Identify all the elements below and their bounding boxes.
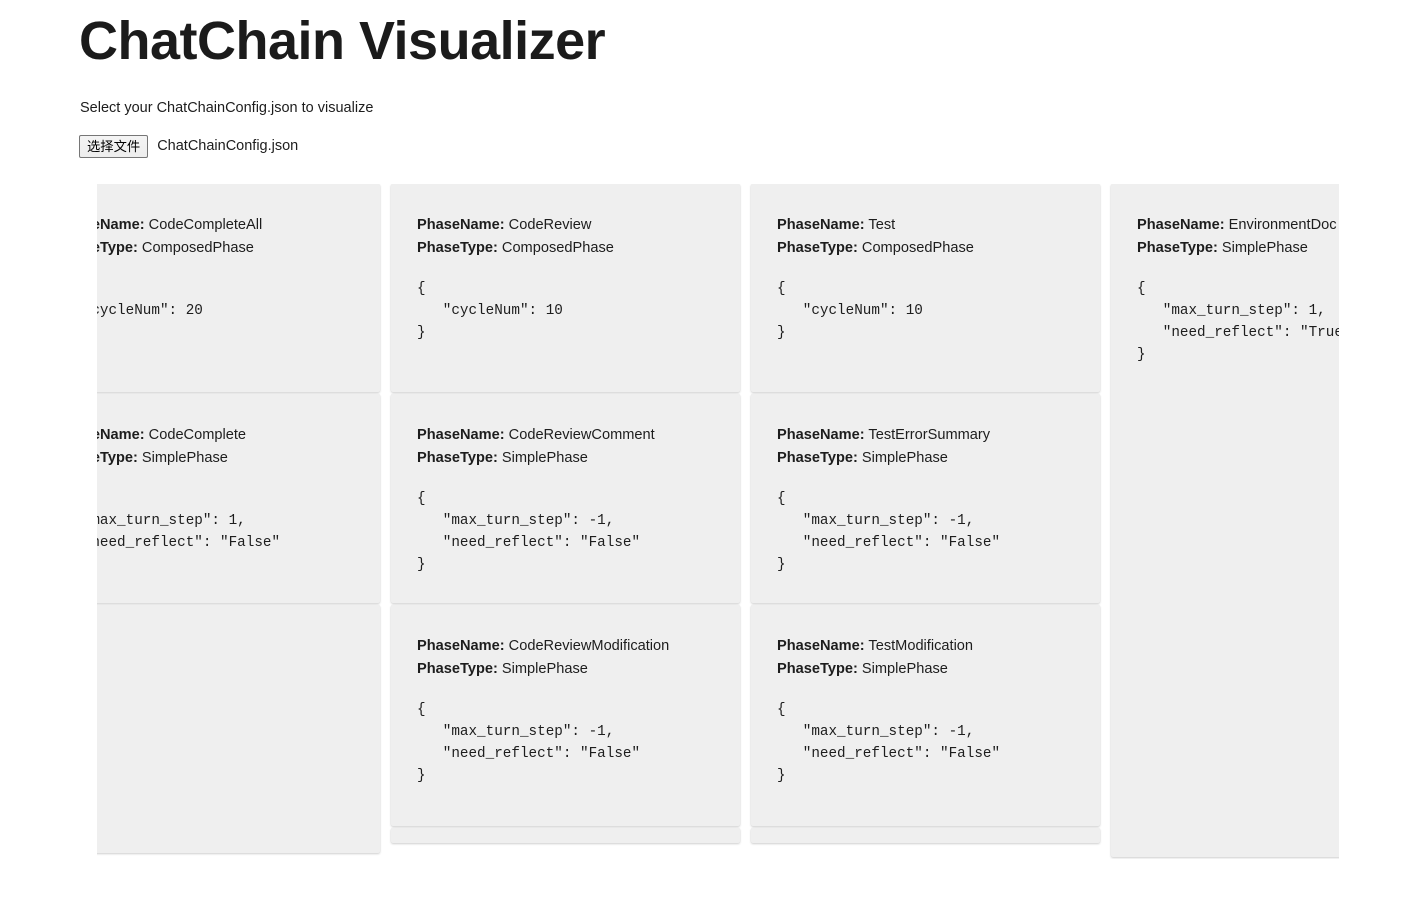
phase-card[interactable]: PhaseName: CodeComplete PhaseType: Simpl… xyxy=(97,394,380,603)
phase-name-value: Test xyxy=(868,217,896,233)
phase-type-label: PhaseType: xyxy=(417,661,498,677)
phase-type-line: PhaseType: SimplePhase xyxy=(417,447,714,470)
page-title: ChatChain Visualizer xyxy=(79,11,606,71)
phase-name-value: CodeComplete xyxy=(148,427,247,443)
phase-name-line: PhaseName: CodeReviewComment xyxy=(417,424,714,447)
phase-config-json: { "cycleNum": 10 } xyxy=(777,281,923,341)
phase-type-label: PhaseType: xyxy=(417,240,498,256)
phase-name-label: PhaseName: xyxy=(777,217,865,233)
phase-config-json: { "cycleNum": 10 } xyxy=(417,281,563,341)
phase-column-3: PhaseName: Test PhaseType: ComposedPhase… xyxy=(751,184,1100,843)
phase-type-line: PhaseType: SimplePhase xyxy=(97,447,354,470)
phase-name-label: PhaseName: xyxy=(1137,217,1225,233)
phase-name-line: PhaseName: CodeCompleteAll xyxy=(97,214,354,237)
phase-name-value: CodeReviewComment xyxy=(508,427,655,443)
phase-card-empty[interactable] xyxy=(97,605,380,853)
phase-board: PhaseName: CodeCompleteAll PhaseType: Co… xyxy=(97,184,1339,859)
phase-board-viewport[interactable]: PhaseName: CodeCompleteAll PhaseType: Co… xyxy=(97,184,1339,859)
phase-card-empty[interactable] xyxy=(391,828,740,843)
phase-card[interactable]: PhaseName: CodeReviewModification PhaseT… xyxy=(391,605,740,826)
phase-type-line: PhaseType: SimplePhase xyxy=(1137,237,1339,260)
phase-name-line: PhaseName: TestModification xyxy=(777,635,1074,658)
phase-name-label: PhaseName: xyxy=(97,217,145,233)
phase-name-label: PhaseName: xyxy=(417,427,505,443)
phase-type-line: PhaseType: ComposedPhase xyxy=(777,237,1074,260)
phase-type-value: SimplePhase xyxy=(501,450,588,466)
phase-card[interactable]: PhaseName: CodeReviewComment PhaseType: … xyxy=(391,394,740,603)
phase-name-label: PhaseName: xyxy=(777,638,865,654)
phase-type-line: PhaseType: ComposedPhase xyxy=(97,237,354,260)
choose-file-button[interactable]: 选择文件 xyxy=(79,134,149,158)
phase-type-line: PhaseType: SimplePhase xyxy=(417,658,714,681)
phase-type-value: ComposedPhase xyxy=(501,240,614,256)
phase-type-label: PhaseType: xyxy=(1137,240,1218,256)
instruction-text: Select your ChatChainConfig.json to visu… xyxy=(80,100,374,116)
phase-config-json: { "max_turn_step": -1, "need_reflect": "… xyxy=(417,702,641,784)
phase-column-2: PhaseName: CodeReview PhaseType: Compose… xyxy=(391,184,740,843)
phase-name-value: CodeCompleteAll xyxy=(148,217,263,233)
phase-type-label: PhaseType: xyxy=(777,661,858,677)
phase-card[interactable]: PhaseName: TestErrorSummary PhaseType: S… xyxy=(751,394,1100,603)
phase-name-line: PhaseName: TestErrorSummary xyxy=(777,424,1074,447)
phase-card[interactable]: PhaseName: CodeReview PhaseType: Compose… xyxy=(391,184,740,392)
phase-name-line: PhaseName: CodeReviewModification xyxy=(417,635,714,658)
phase-card[interactable]: PhaseName: TestModification PhaseType: S… xyxy=(751,605,1100,826)
phase-type-value: SimplePhase xyxy=(861,661,948,677)
file-picker-row: 选择文件 ChatChainConfig.json xyxy=(79,134,299,158)
phase-name-value: EnvironmentDoc xyxy=(1228,217,1337,233)
phase-column-1: PhaseName: CodeCompleteAll PhaseType: Co… xyxy=(97,184,380,853)
phase-type-value: SimplePhase xyxy=(861,450,948,466)
phase-name-label: PhaseName: xyxy=(97,427,145,443)
phase-card[interactable]: PhaseName: EnvironmentDoc PhaseType: Sim… xyxy=(1111,184,1339,857)
phase-name-label: PhaseName: xyxy=(417,217,505,233)
phase-type-value: SimplePhase xyxy=(141,450,228,466)
phase-name-line: PhaseName: CodeReview xyxy=(417,214,714,237)
phase-name-label: PhaseName: xyxy=(417,638,505,654)
phase-config-json: { "max_turn_step": -1, "need_reflect": "… xyxy=(417,491,641,573)
phase-type-line: PhaseType: SimplePhase xyxy=(777,447,1074,470)
phase-name-value: TestErrorSummary xyxy=(868,427,991,443)
phase-card[interactable]: PhaseName: Test PhaseType: ComposedPhase… xyxy=(751,184,1100,392)
phase-card-empty[interactable] xyxy=(751,828,1100,843)
phase-type-value: SimplePhase xyxy=(501,661,588,677)
phase-type-value: ComposedPhase xyxy=(141,240,254,256)
phase-config-json: { "max_turn_step": -1, "need_reflect": "… xyxy=(777,702,1001,784)
phase-config-json: { "max_turn_step": 1, "need_reflect": "F… xyxy=(97,513,281,551)
selected-file-name: ChatChainConfig.json xyxy=(157,137,299,154)
phase-config-json: { "max_turn_step": -1, "need_reflect": "… xyxy=(777,491,1001,573)
phase-type-label: PhaseType: xyxy=(417,450,498,466)
phase-config-json: { "max_turn_step": 1, "need_reflect": "T… xyxy=(1137,281,1339,363)
phase-name-line: PhaseName: Test xyxy=(777,214,1074,237)
phase-card[interactable]: PhaseName: CodeCompleteAll PhaseType: Co… xyxy=(97,184,380,392)
phase-name-value: CodeReviewModification xyxy=(508,638,670,654)
phase-name-value: CodeReview xyxy=(508,217,592,233)
phase-type-value: SimplePhase xyxy=(1221,240,1308,256)
phase-type-label: PhaseType: xyxy=(97,450,138,466)
phase-column-4: PhaseName: EnvironmentDoc PhaseType: Sim… xyxy=(1111,184,1339,857)
phase-name-label: PhaseName: xyxy=(777,427,865,443)
phase-name-line: PhaseName: CodeComplete xyxy=(97,424,354,447)
phase-name-value: TestModification xyxy=(868,638,974,654)
phase-type-label: PhaseType: xyxy=(97,240,138,256)
phase-type-value: ComposedPhase xyxy=(861,240,974,256)
phase-name-line: PhaseName: EnvironmentDoc xyxy=(1137,214,1339,237)
phase-type-label: PhaseType: xyxy=(777,240,858,256)
phase-type-line: PhaseType: ComposedPhase xyxy=(417,237,714,260)
phase-type-label: PhaseType: xyxy=(777,450,858,466)
phase-type-line: PhaseType: SimplePhase xyxy=(777,658,1074,681)
phase-config-json: { "cycleNum": 20 } xyxy=(97,303,203,319)
